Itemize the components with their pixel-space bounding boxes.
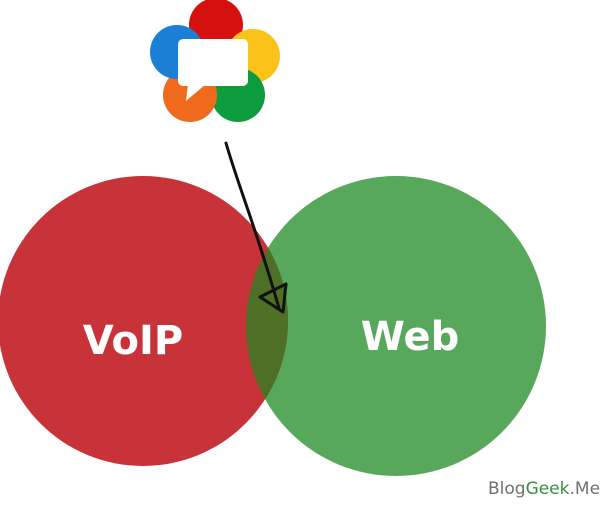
chat-bubble-icon [178, 39, 248, 101]
watermark-part-3: .Me [570, 479, 600, 499]
pointer-arrow [224, 141, 288, 314]
voip-label: VoIP [83, 318, 183, 364]
watermark-part-1: Blog [488, 479, 526, 499]
blog-watermark: BlogGeek.Me [488, 479, 600, 499]
watermark-part-2: Geek [526, 479, 570, 499]
webrtc-logo [150, 0, 280, 122]
web-circle [246, 176, 546, 476]
logo-petal-red [189, 0, 243, 52]
voip-circle [0, 176, 288, 466]
web-label: Web [361, 314, 459, 360]
